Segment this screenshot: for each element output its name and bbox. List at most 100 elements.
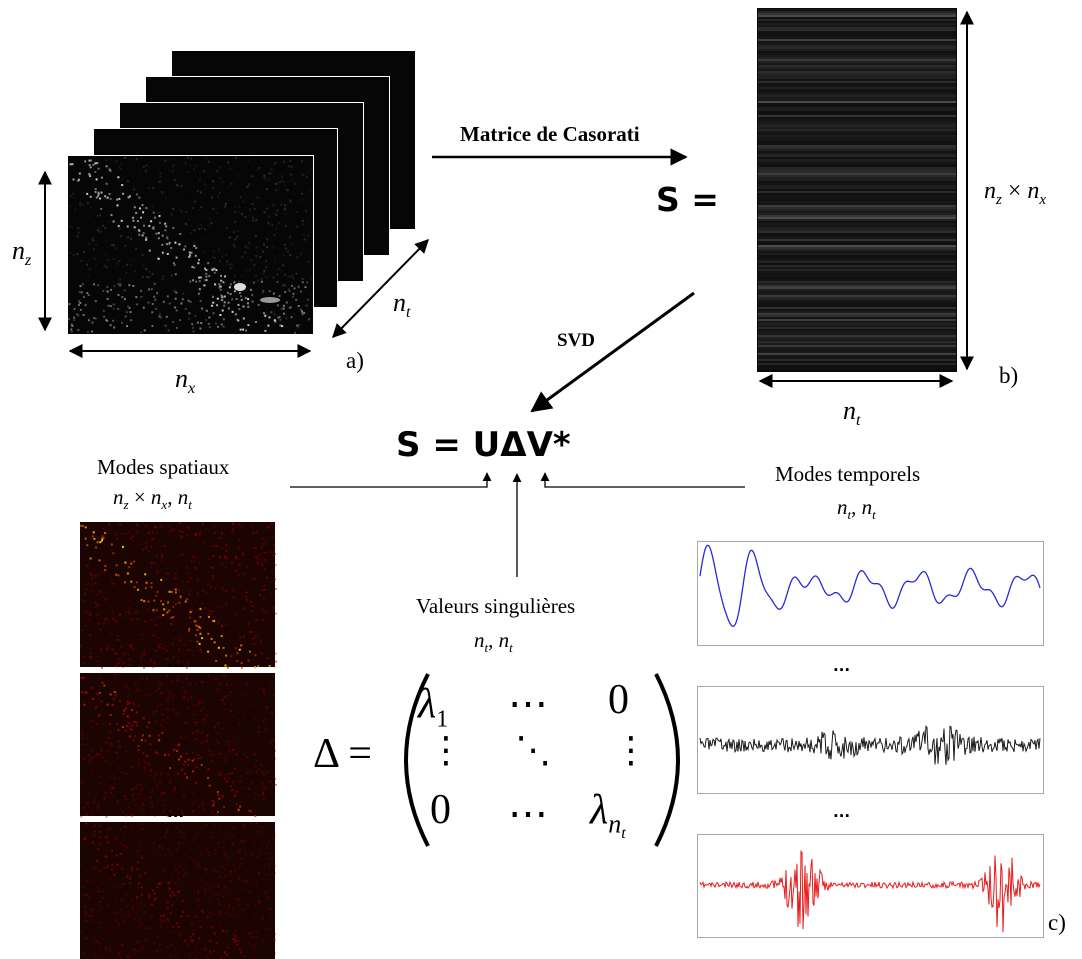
speckle [186,156,189,159]
spatial-mode-image-3 [80,822,275,959]
hot-pixel [217,621,220,624]
hot-pixel [261,619,264,622]
hot-pixel [211,885,214,887]
speckle [258,190,261,193]
speckle [153,295,156,298]
hot-pixel [102,536,105,539]
hot-pixel [263,588,266,591]
hot-pixel [114,583,116,586]
speckle [224,205,227,208]
hot-pixel [187,758,190,761]
hot-pixel [248,787,251,790]
hot-pixel [232,749,235,752]
hot-pixel [273,553,276,555]
hot-pixel [255,931,258,934]
speckle [216,297,219,300]
hot-pixel [96,692,99,695]
speckle [205,269,208,271]
speckle [273,319,276,322]
hot-pixel [164,835,166,838]
speckle [222,318,225,321]
hot-pixel [231,596,234,599]
hot-pixel [199,648,202,651]
nt-b-label: nt [843,396,861,430]
speckle [288,275,291,278]
speckle [151,227,154,230]
hot-pixel [164,854,167,857]
speckle [96,214,99,217]
hot-pixel [244,692,247,695]
speckle [103,265,106,268]
hot-pixel [158,646,161,649]
speckle [248,269,251,272]
speckle [280,179,283,182]
speckle [89,166,92,169]
speckle [273,313,276,316]
hot-pixel [272,775,275,778]
hot-pixel [265,541,268,544]
speckle [165,243,168,246]
speckle [289,200,292,203]
hot-pixel [169,943,172,946]
speckle [212,157,215,160]
hot-pixel [149,743,152,746]
hot-pixel [241,694,244,697]
hot-pixel [181,868,184,871]
speckle [147,187,150,190]
hot-pixel [192,555,195,558]
speckle [151,260,154,263]
hot-pixel [162,603,165,606]
hot-pixel [91,943,94,946]
hot-pixel [218,752,221,755]
hot-pixel [119,699,121,702]
speckle [89,159,92,162]
hot-pixel [222,854,225,857]
speckle [119,284,122,287]
speckle [227,307,230,310]
speckle [306,281,308,284]
hot-pixel [264,551,267,554]
hot-pixel [241,525,244,528]
hot-pixel [255,556,257,558]
hot-pixel [255,759,258,762]
hot-pixel [266,657,269,660]
hot-pixel [188,952,191,955]
speckle [299,162,302,165]
hot-pixel [174,591,177,594]
speckle [256,257,259,260]
hot-pixel [160,793,163,796]
speckle [298,324,301,326]
hot-pixel [134,845,137,848]
speckle [226,260,229,263]
speckle [97,191,100,194]
hot-pixel [112,617,115,620]
hot-pixel [224,951,226,954]
hot-pixel [170,616,173,619]
speckle [100,176,103,179]
hot-pixel [96,722,98,725]
speckle [266,198,269,201]
hot-pixel [197,730,199,733]
hot-pixel [86,937,88,940]
hot-pixel [182,795,185,798]
speckle [184,245,187,248]
hot-pixel [127,715,130,718]
hot-pixel [217,742,220,745]
hot-pixel [192,933,195,936]
hot-pixel [237,808,240,811]
hot-pixel [265,726,268,729]
hot-pixel [92,531,95,534]
speckle [300,173,303,176]
hot-pixel [154,690,157,693]
hot-pixel [154,897,157,900]
hot-pixel [261,786,264,789]
hot-pixel [224,852,227,855]
speckle [105,318,107,321]
hot-pixel [225,912,228,915]
speckle [293,182,296,185]
speckle [282,312,285,315]
speckle [111,244,113,246]
speckle [213,271,216,274]
speckle [190,232,193,235]
speckle [263,176,266,178]
